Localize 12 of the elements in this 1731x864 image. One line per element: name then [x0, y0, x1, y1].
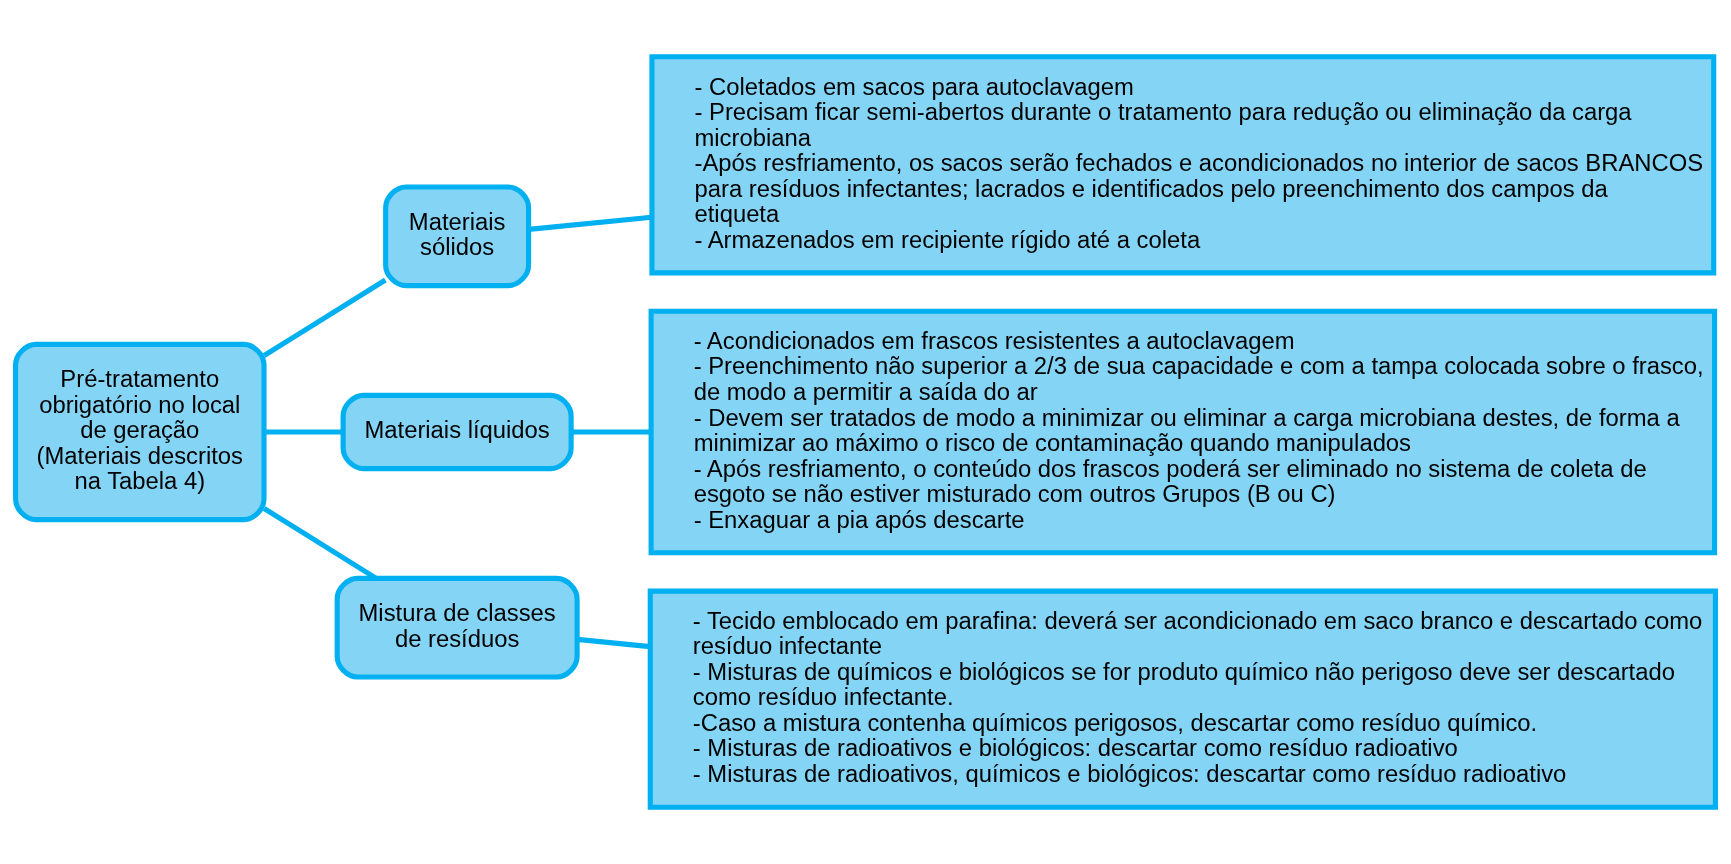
node-box: Pré-tratamento obrigatório no local de geração (Materiais descritos na Tabela 4) — [13, 341, 267, 523]
node-box: Materiais líquidos — [340, 392, 574, 472]
node-box: - Tecido emblocado em parafina: deverá ser acondicionado em saco branco e descartado como resíduo infectante - Misturas de químicos e biológicos se for produto químico não perigoso deve ser descartado como resíduo infectante. -Caso a mistura contenha químicos perigosos, descartar como resíduo químico. - Misturas de radioativos e biológicos: descartar como resíduo radioativo - Misturas de radioativos, químicos e biológicos: descartar como resíduo radioativo — [647, 588, 1718, 810]
connector — [528, 214, 652, 232]
node-box: Mistura de classes de resíduos — [334, 575, 580, 680]
connector — [262, 277, 387, 358]
connector — [577, 636, 651, 650]
node-box: Materiais sólidos — [383, 184, 532, 289]
connector — [571, 429, 651, 435]
connector — [264, 429, 343, 435]
node-box: - Coletados em sacos para autoclavagem - Precisam ficar semi-abertos durante o tratamento para redução ou eliminação da carga microbiana -Após resfriamento, os sacos serão fechados e acondicionados no interior de sacos BRANCOS para resíduos infectantes; lacrados e identificados pelo preenchimento dos campos da etiqueta - Armazenados em recipiente rígido até a coleta — [649, 54, 1717, 276]
node-box: - Acondicionados em frascos resistentes a autoclavagem - Preenchimento não superior a 2/3 de sua capacidade e com a tampa colocada sobre o frasco, de modo a permitir a saída do ar - Devem ser tratados de modo a minimizar ou eliminar a carga microbiana destes, de forma a minimizar ao máximo o risco de contaminação quando manipulados - Após resfriamento, o conteúdo dos frascos poderá ser eliminado no sistema de coleta de esgoto se não estiver misturado com outros Grupos (B ou C) - Enxaguar a pia após descarte — [648, 308, 1718, 556]
